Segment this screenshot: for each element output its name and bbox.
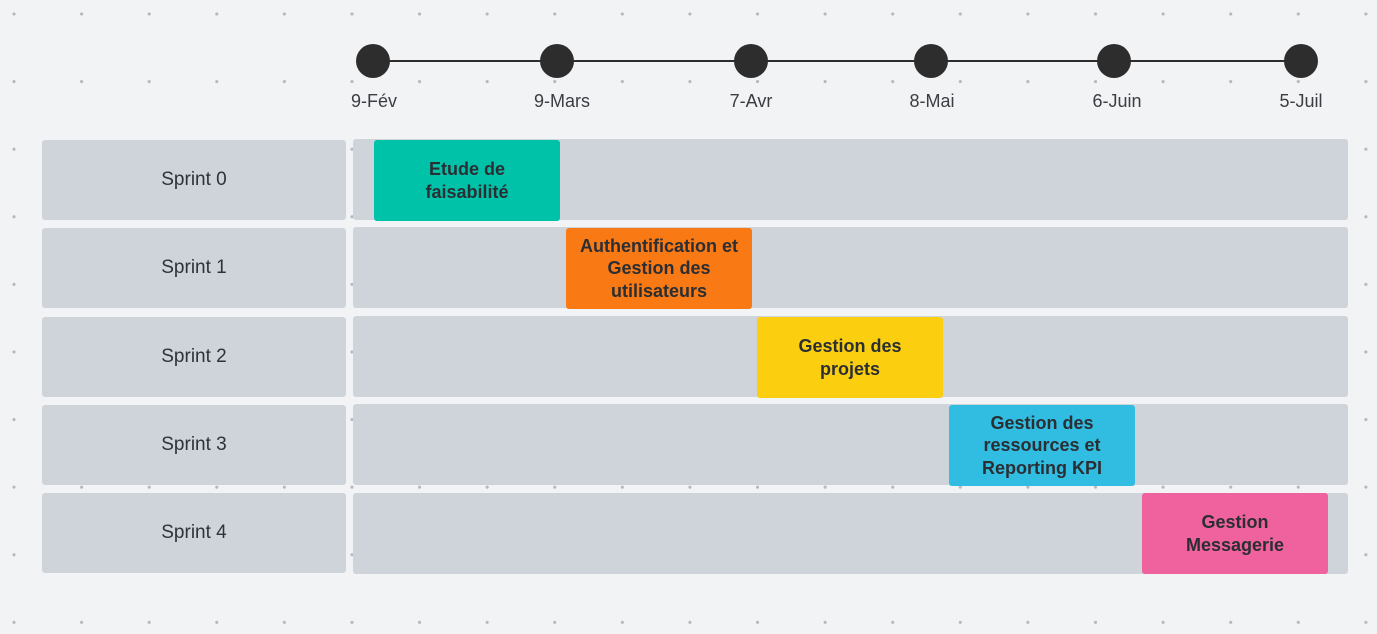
sprint-label-0: Sprint 0 [42,140,346,220]
milestone-label: 7-Avr [729,91,773,111]
sprint-label-4: Sprint 4 [42,493,346,573]
milestone-label: 9-Mars [533,91,591,111]
milestone-marker-4 [1097,44,1131,78]
milestone-label: 8-Mai [909,91,955,111]
milestone-marker-5 [1284,44,1318,78]
milestone-marker-2 [734,44,768,78]
task-block-0[interactable]: Etude de faisabilité [374,140,560,221]
task-block-2[interactable]: Gestion des projets [757,317,943,398]
sprint-label-1: Sprint 1 [42,228,346,308]
task-block-4[interactable]: Gestion Messagerie [1142,493,1328,574]
milestone-label: 5-Juil [1279,91,1323,111]
sprint-label-2: Sprint 2 [42,317,346,397]
milestone-marker-1 [540,44,574,78]
milestone-marker-3 [914,44,948,78]
milestone-marker-0 [356,44,390,78]
sprint-lane-3 [353,404,1348,485]
timeline [356,44,1318,78]
sprint-label-3: Sprint 3 [42,405,346,485]
milestone-label: 6-Juin [1092,91,1142,111]
sprint-lane-1 [353,227,1348,308]
milestone-label: 9-Fév [350,91,398,111]
task-block-3[interactable]: Gestion des ressources et Reporting KPI [949,405,1135,486]
task-block-1[interactable]: Authentification et Gestion des utilisat… [566,228,752,309]
